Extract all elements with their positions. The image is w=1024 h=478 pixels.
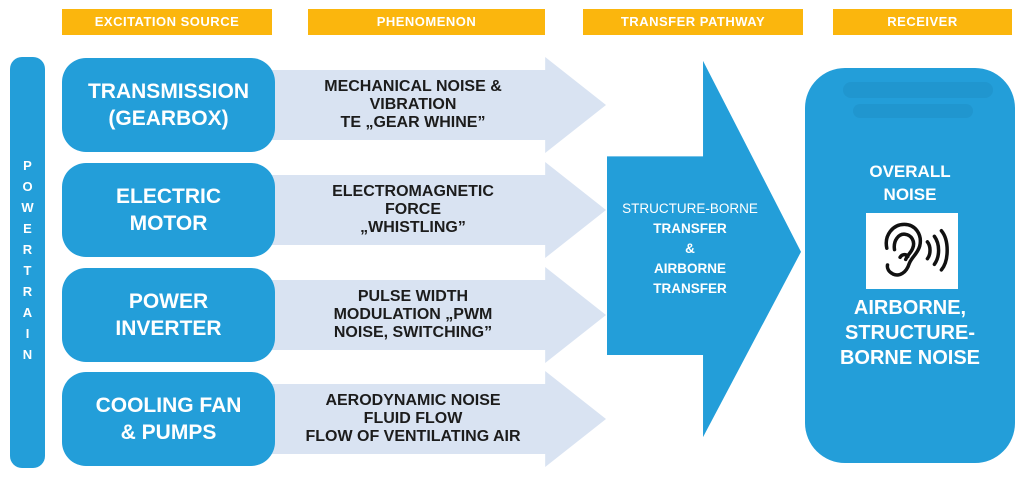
phenomenon-text: AERODYNAMIC NOISE FLUID FLOW FLOW OF VEN… — [305, 392, 521, 445]
receiver-subtitle: AIRBORNE, STRUCTURE- BORNE NOISE — [839, 297, 981, 369]
transfer-line: TRANSFER — [653, 221, 727, 236]
phenomenon-arrow-power-inverter: PULSE WIDTH MODULATION „PWM NOISE, SWITC… — [268, 267, 606, 363]
powertrain-bar: POWERTRAIN — [10, 57, 45, 468]
ear-with-sound-waves-icon — [884, 222, 949, 277]
transfer-pathway-text: STRUCTURE-BORNE TRANSFER & AIRBORNE TRAN… — [611, 199, 769, 299]
source-label: ELECTRIC MOTOR — [116, 185, 221, 235]
receiver-title: OVERALL NOISE — [869, 162, 951, 204]
header-phenomenon: PHENOMENON — [308, 9, 545, 35]
source-label: TRANSMISSION (GEARBOX) — [87, 80, 249, 130]
transfer-line: STRUCTURE-BORNE — [622, 201, 758, 216]
ear-icon-box — [866, 213, 958, 289]
header-excitation-source: EXCITATION SOURCE — [62, 9, 272, 35]
phenomenon-arrow-cooling-fan: AERODYNAMIC NOISE FLUID FLOW FLOW OF VEN… — [268, 371, 606, 467]
transfer-line: TRANSFER — [653, 281, 727, 296]
powertrain-label: POWERTRAIN — [20, 157, 35, 368]
source-box-electric-motor: ELECTRIC MOTOR — [62, 163, 275, 257]
transfer-pathway-arrow: STRUCTURE-BORNE TRANSFER & AIRBORNE TRAN… — [607, 60, 801, 438]
faded-artifact — [843, 82, 993, 98]
source-box-cooling-fan: COOLING FAN & PUMPS — [62, 372, 275, 466]
source-label: COOLING FAN & PUMPS — [95, 394, 242, 444]
phenomenon-text: MECHANICAL NOISE & VIBRATION TE „GEAR WH… — [324, 78, 502, 131]
phenomenon-text: ELECTROMAGNETIC FORCE „WHISTLING” — [332, 183, 494, 236]
source-box-power-inverter: POWER INVERTER — [62, 268, 275, 362]
header-transfer-pathway: TRANSFER PATHWAY — [583, 9, 803, 35]
phenomenon-arrow-transmission: MECHANICAL NOISE & VIBRATION TE „GEAR WH… — [268, 57, 606, 153]
source-label: POWER INVERTER — [115, 290, 222, 340]
header-receiver: RECEIVER — [833, 9, 1012, 35]
faded-artifact — [853, 104, 973, 118]
receiver-box: OVERALL NOISE AIRBORNE, STRUCTURE- BORNE… — [805, 68, 1015, 463]
transfer-line: AIRBORNE — [653, 261, 726, 276]
transfer-line: & — [685, 241, 695, 256]
phenomenon-arrow-electric-motor: ELECTROMAGNETIC FORCE „WHISTLING” — [268, 162, 606, 258]
phenomenon-text: PULSE WIDTH MODULATION „PWM NOISE, SWITC… — [333, 288, 493, 341]
source-box-transmission: TRANSMISSION (GEARBOX) — [62, 58, 275, 152]
